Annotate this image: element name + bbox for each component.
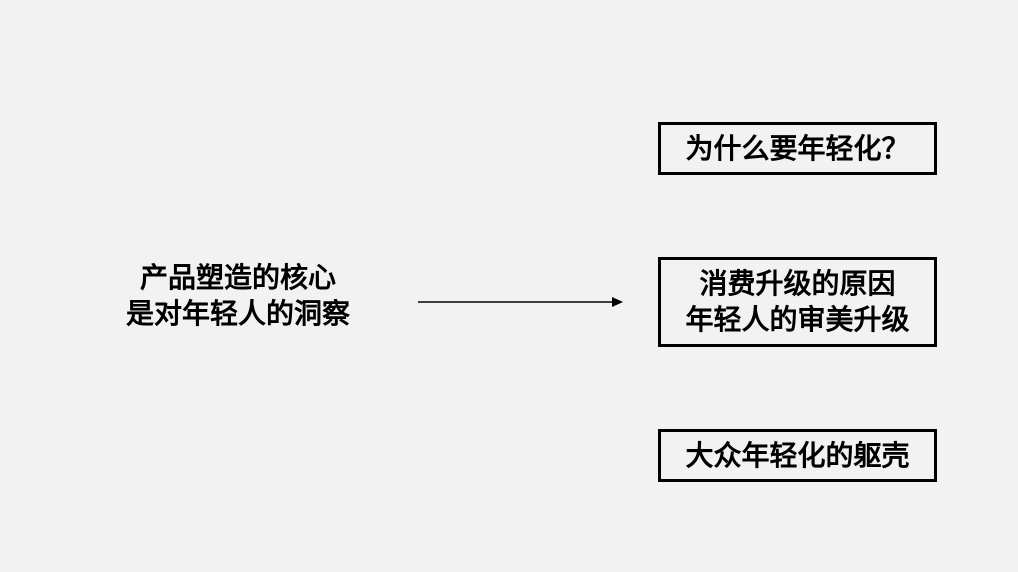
consumption-upgrade-line-1: 消费升级的原因 [699, 267, 896, 300]
connection-arrow [418, 297, 623, 307]
core-insight-text: 产品塑造的核心 是对年轻人的洞察 [104, 260, 372, 332]
why-youthful-label: 为什么要年轻化？ [685, 131, 910, 165]
consumption-upgrade-box: 消费升级的原因 年轻人的审美升级 [658, 257, 937, 347]
mass-youth-shell-label: 大众年轻化的躯壳 [685, 438, 910, 472]
core-insight-line-2: 是对年轻人的洞察 [125, 297, 350, 330]
consumption-upgrade-line-2: 年轻人的审美升级 [685, 303, 910, 336]
mass-youth-shell-box: 大众年轻化的躯壳 [658, 429, 937, 482]
why-youthful-box: 为什么要年轻化？ [658, 122, 937, 175]
core-insight-line-1: 产品塑造的核心 [139, 261, 336, 294]
